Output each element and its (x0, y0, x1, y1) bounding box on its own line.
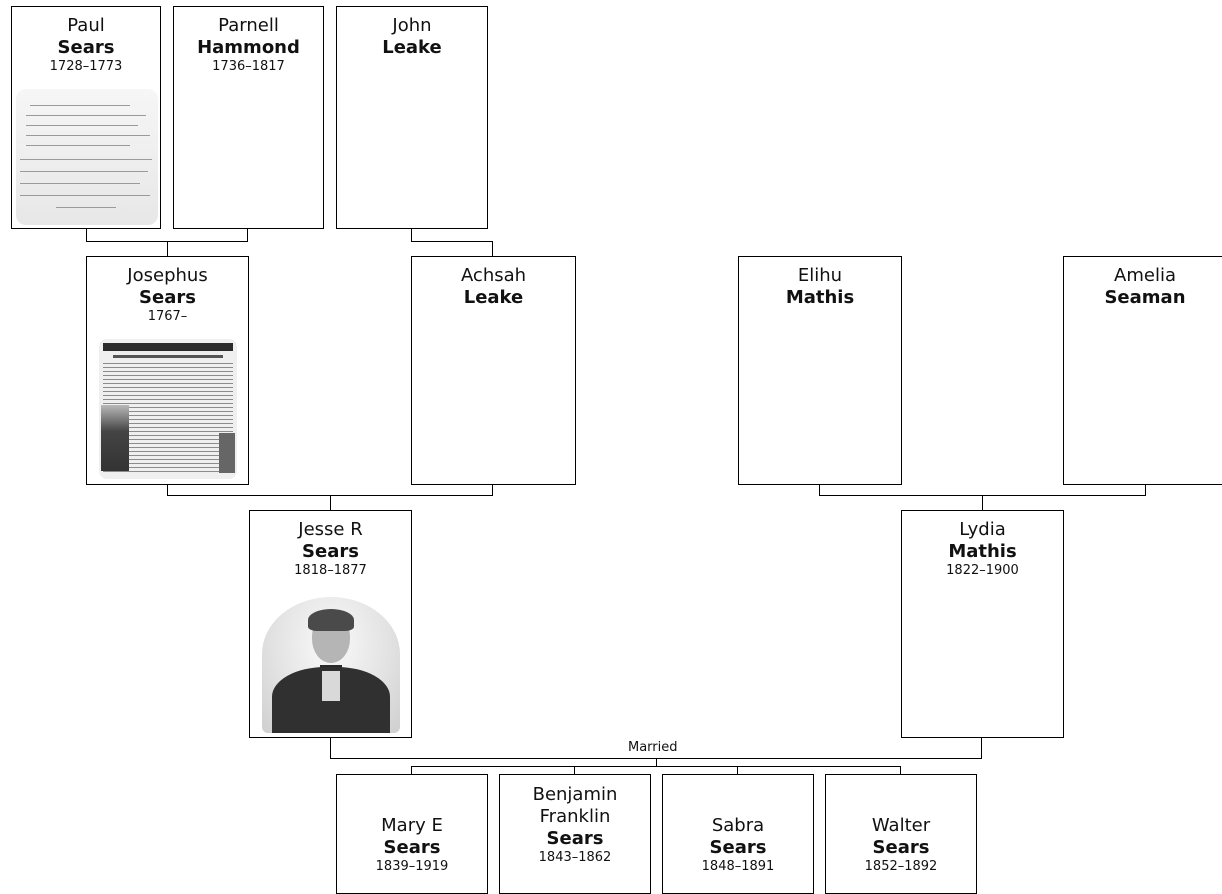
surname: Leake (463, 287, 524, 308)
person-card-elihu-mathis[interactable]: Elihu Mathis (738, 256, 902, 485)
surname: Sears (139, 287, 196, 308)
surname: Leake (382, 37, 442, 58)
connector-line (167, 484, 168, 496)
connector-line (492, 484, 493, 496)
given-name: John (392, 15, 432, 36)
given-name: Parnell (218, 15, 279, 36)
connector-line (900, 766, 901, 775)
connector-line (247, 228, 248, 242)
given-name: Amelia (1114, 265, 1176, 286)
surname: Mathis (948, 541, 1017, 562)
connector-line (492, 241, 493, 256)
surname: Seaman (1104, 287, 1186, 308)
given-name: Elihu (797, 265, 843, 286)
connector-line (819, 484, 820, 496)
given-name: Achsah (460, 265, 527, 286)
connector-line (330, 495, 331, 510)
given-name-line-2: Franklin (539, 806, 611, 827)
connector-line (411, 241, 493, 242)
given-name: Paul (67, 15, 105, 36)
surname: Sears (57, 37, 115, 58)
given-name: Lydia (959, 519, 1006, 540)
marriage-label: Married (627, 740, 679, 755)
connector-line (574, 766, 575, 775)
surname: Sears (872, 837, 930, 858)
surname: Sears (383, 837, 441, 858)
life-dates: 1767– (147, 309, 188, 324)
connector-line (330, 737, 331, 759)
newspaper-photo (99, 339, 237, 479)
life-dates: 1728–1773 (49, 59, 123, 74)
connector-line (982, 495, 983, 510)
given-name: Josephus (127, 265, 208, 286)
portrait-photo (262, 597, 400, 733)
given-name: Walter (871, 815, 931, 836)
surname: Sears (709, 837, 767, 858)
connector-line (411, 766, 412, 775)
connector-line (737, 766, 738, 775)
life-dates: 1736–1817 (212, 59, 285, 74)
given-name: Mary E (381, 815, 443, 836)
connector-line (1145, 484, 1146, 496)
life-dates: 1843–1862 (538, 850, 612, 865)
person-card-paul-sears[interactable]: Paul Sears 1728–1773 (11, 6, 161, 229)
connector-line (411, 228, 412, 242)
given-name-line-1: Benjamin (532, 784, 618, 805)
person-card-achsah-leake[interactable]: Achsah Leake (411, 256, 576, 485)
person-card-jesse-sears[interactable]: Jesse R Sears 1818–1877 (249, 510, 412, 738)
life-dates: 1852–1892 (864, 859, 938, 874)
child-card-sabra-sears[interactable]: Sabra Sears 1848–1891 (662, 774, 814, 894)
life-dates: 1839–1919 (375, 859, 449, 874)
connector-line (167, 241, 168, 256)
child-card-walter-sears[interactable]: Walter Sears 1852–1892 (825, 774, 977, 894)
life-dates: 1822–1900 (946, 563, 1019, 578)
surname: Sears (546, 828, 604, 849)
child-card-mary-sears[interactable]: Mary E Sears 1839–1919 (336, 774, 488, 894)
given-name: Sabra (711, 815, 765, 836)
surname: Hammond (197, 37, 300, 58)
children-line (411, 766, 901, 767)
surname: Mathis (785, 287, 855, 308)
life-dates: 1848–1891 (701, 859, 775, 874)
person-card-lydia-mathis[interactable]: Lydia Mathis 1822–1900 (901, 510, 1064, 738)
person-card-josephus-sears[interactable]: Josephus Sears 1767– (86, 256, 249, 485)
document-photo (16, 89, 158, 225)
person-card-parnell-hammond[interactable]: Parnell Hammond 1736–1817 (173, 6, 324, 229)
person-card-amelia-seaman[interactable]: Amelia Seaman (1063, 256, 1222, 485)
person-card-john-leake[interactable]: John Leake (336, 6, 488, 229)
connector-line (656, 758, 657, 767)
child-card-benjamin-sears[interactable]: Benjamin Franklin Sears 1843–1862 (499, 774, 651, 894)
connector-line (86, 228, 87, 242)
life-dates: 1818–1877 (294, 563, 367, 578)
given-name: Jesse R (298, 519, 363, 540)
surname: Sears (302, 541, 359, 562)
connector-line (981, 737, 982, 759)
